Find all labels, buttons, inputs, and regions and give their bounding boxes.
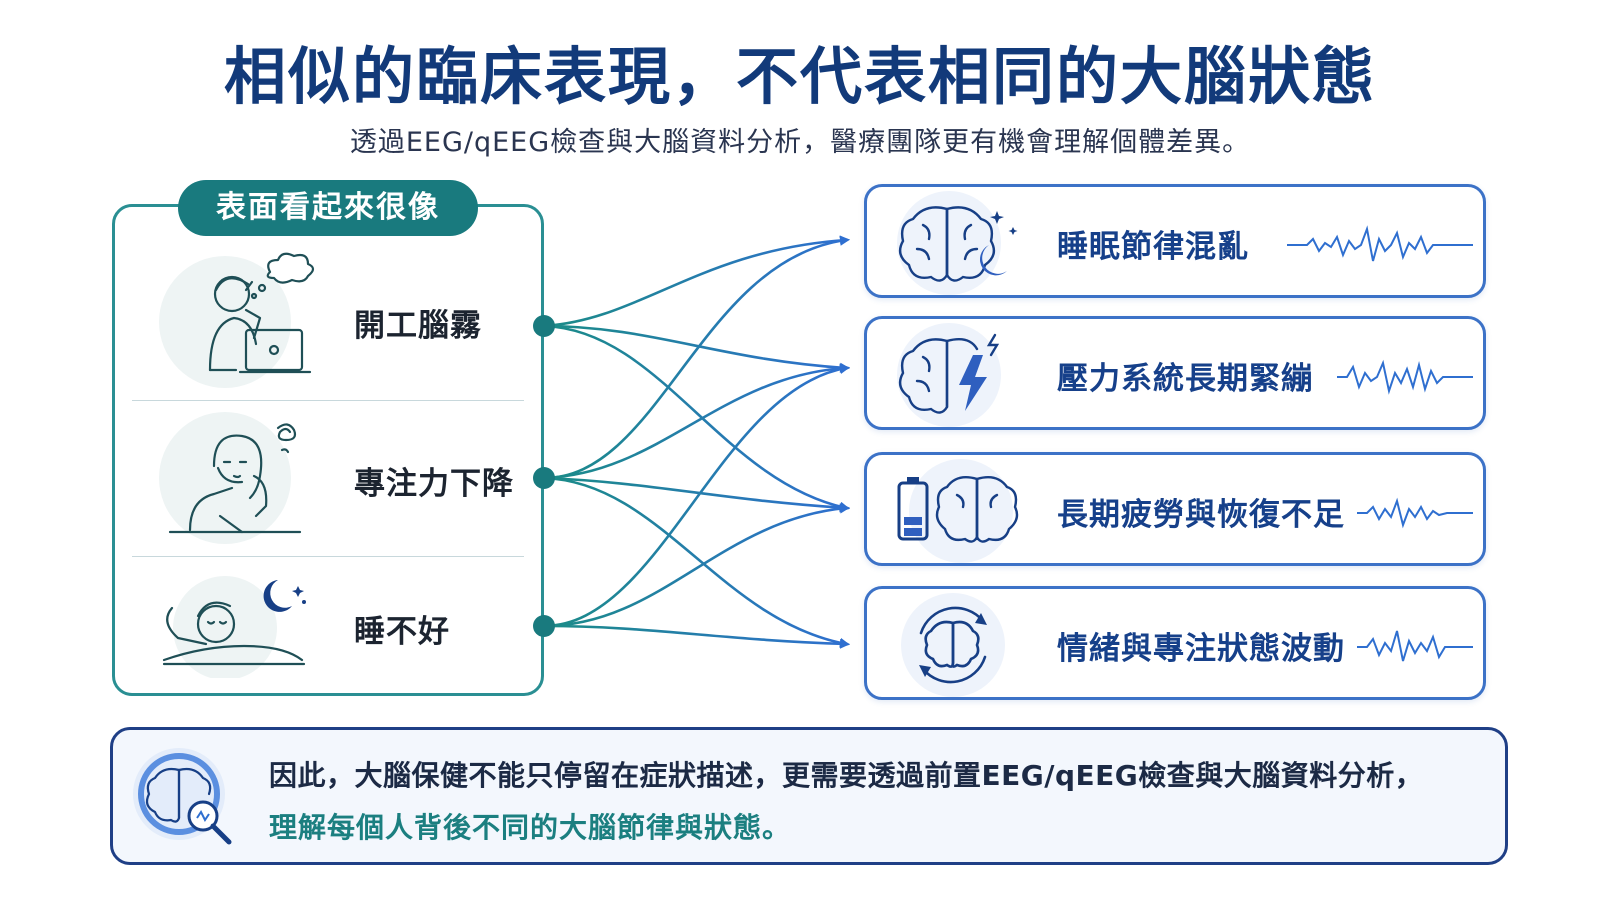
- brain-state-card: 壓力系統長期緊繃: [864, 316, 1486, 430]
- person-writing-dizzy-icon: [150, 406, 320, 550]
- eeg-wave-icon: [1287, 617, 1473, 681]
- conclusion-box: 因此，大腦保健不能只停留在症狀描述，更需要透過前置EEG/qEEG檢查與大腦資料…: [110, 727, 1508, 865]
- brain-state-card: 長期疲勞與恢復不足: [864, 452, 1486, 566]
- connector-node: [533, 467, 555, 489]
- symptom-divider: [132, 400, 524, 401]
- brain-state-label: 情緒與專注狀態波動: [1057, 631, 1345, 667]
- symptom-divider: [132, 556, 524, 557]
- person-laptop-thinking-icon: [150, 250, 320, 394]
- brain-cycle-arrows-icon: [877, 589, 1027, 703]
- brain-state-card: 睡眠節律混亂: [864, 184, 1486, 298]
- brain-lightning-icon: [877, 319, 1027, 433]
- page-subtitle: 透過EEG/qEEG檢查與大腦資料分析，醫療團隊更有機會理解個體差異。: [349, 127, 1251, 158]
- brain-state-card: 情緒與專注狀態波動: [864, 586, 1486, 700]
- conclusion-line-2: 理解每個人背後不同的大腦節律與狀態。: [269, 811, 792, 844]
- symptom-label: 睡不好: [354, 614, 450, 650]
- eeg-wave-icon: [1287, 483, 1473, 547]
- brain-state-label: 壓力系統長期緊繃: [1057, 361, 1313, 397]
- brain-magnifier-icon: [129, 744, 239, 856]
- connector-node: [533, 615, 555, 637]
- page-title: 相似的臨床表現，不代表相同的大腦狀態: [223, 40, 1376, 113]
- brain-moon-stars-icon: [877, 187, 1027, 301]
- eeg-wave-icon: [1287, 215, 1473, 279]
- person-sleeping-moon-icon: [150, 568, 320, 682]
- symptom-label: 開工腦霧: [354, 308, 482, 344]
- brain-state-label: 睡眠節律混亂: [1057, 229, 1249, 265]
- connector-node: [533, 315, 555, 337]
- battery-brain-icon: [877, 455, 1027, 569]
- symptom-label: 專注力下降: [354, 466, 514, 502]
- symptoms-badge: 表面看起來很像: [178, 180, 478, 236]
- conclusion-line-1: 因此，大腦保健不能只停留在症狀描述，更需要透過前置EEG/qEEG檢查與大腦資料…: [269, 759, 1424, 792]
- brain-state-label: 長期疲勞與恢復不足: [1057, 497, 1345, 533]
- eeg-wave-icon: [1287, 347, 1473, 411]
